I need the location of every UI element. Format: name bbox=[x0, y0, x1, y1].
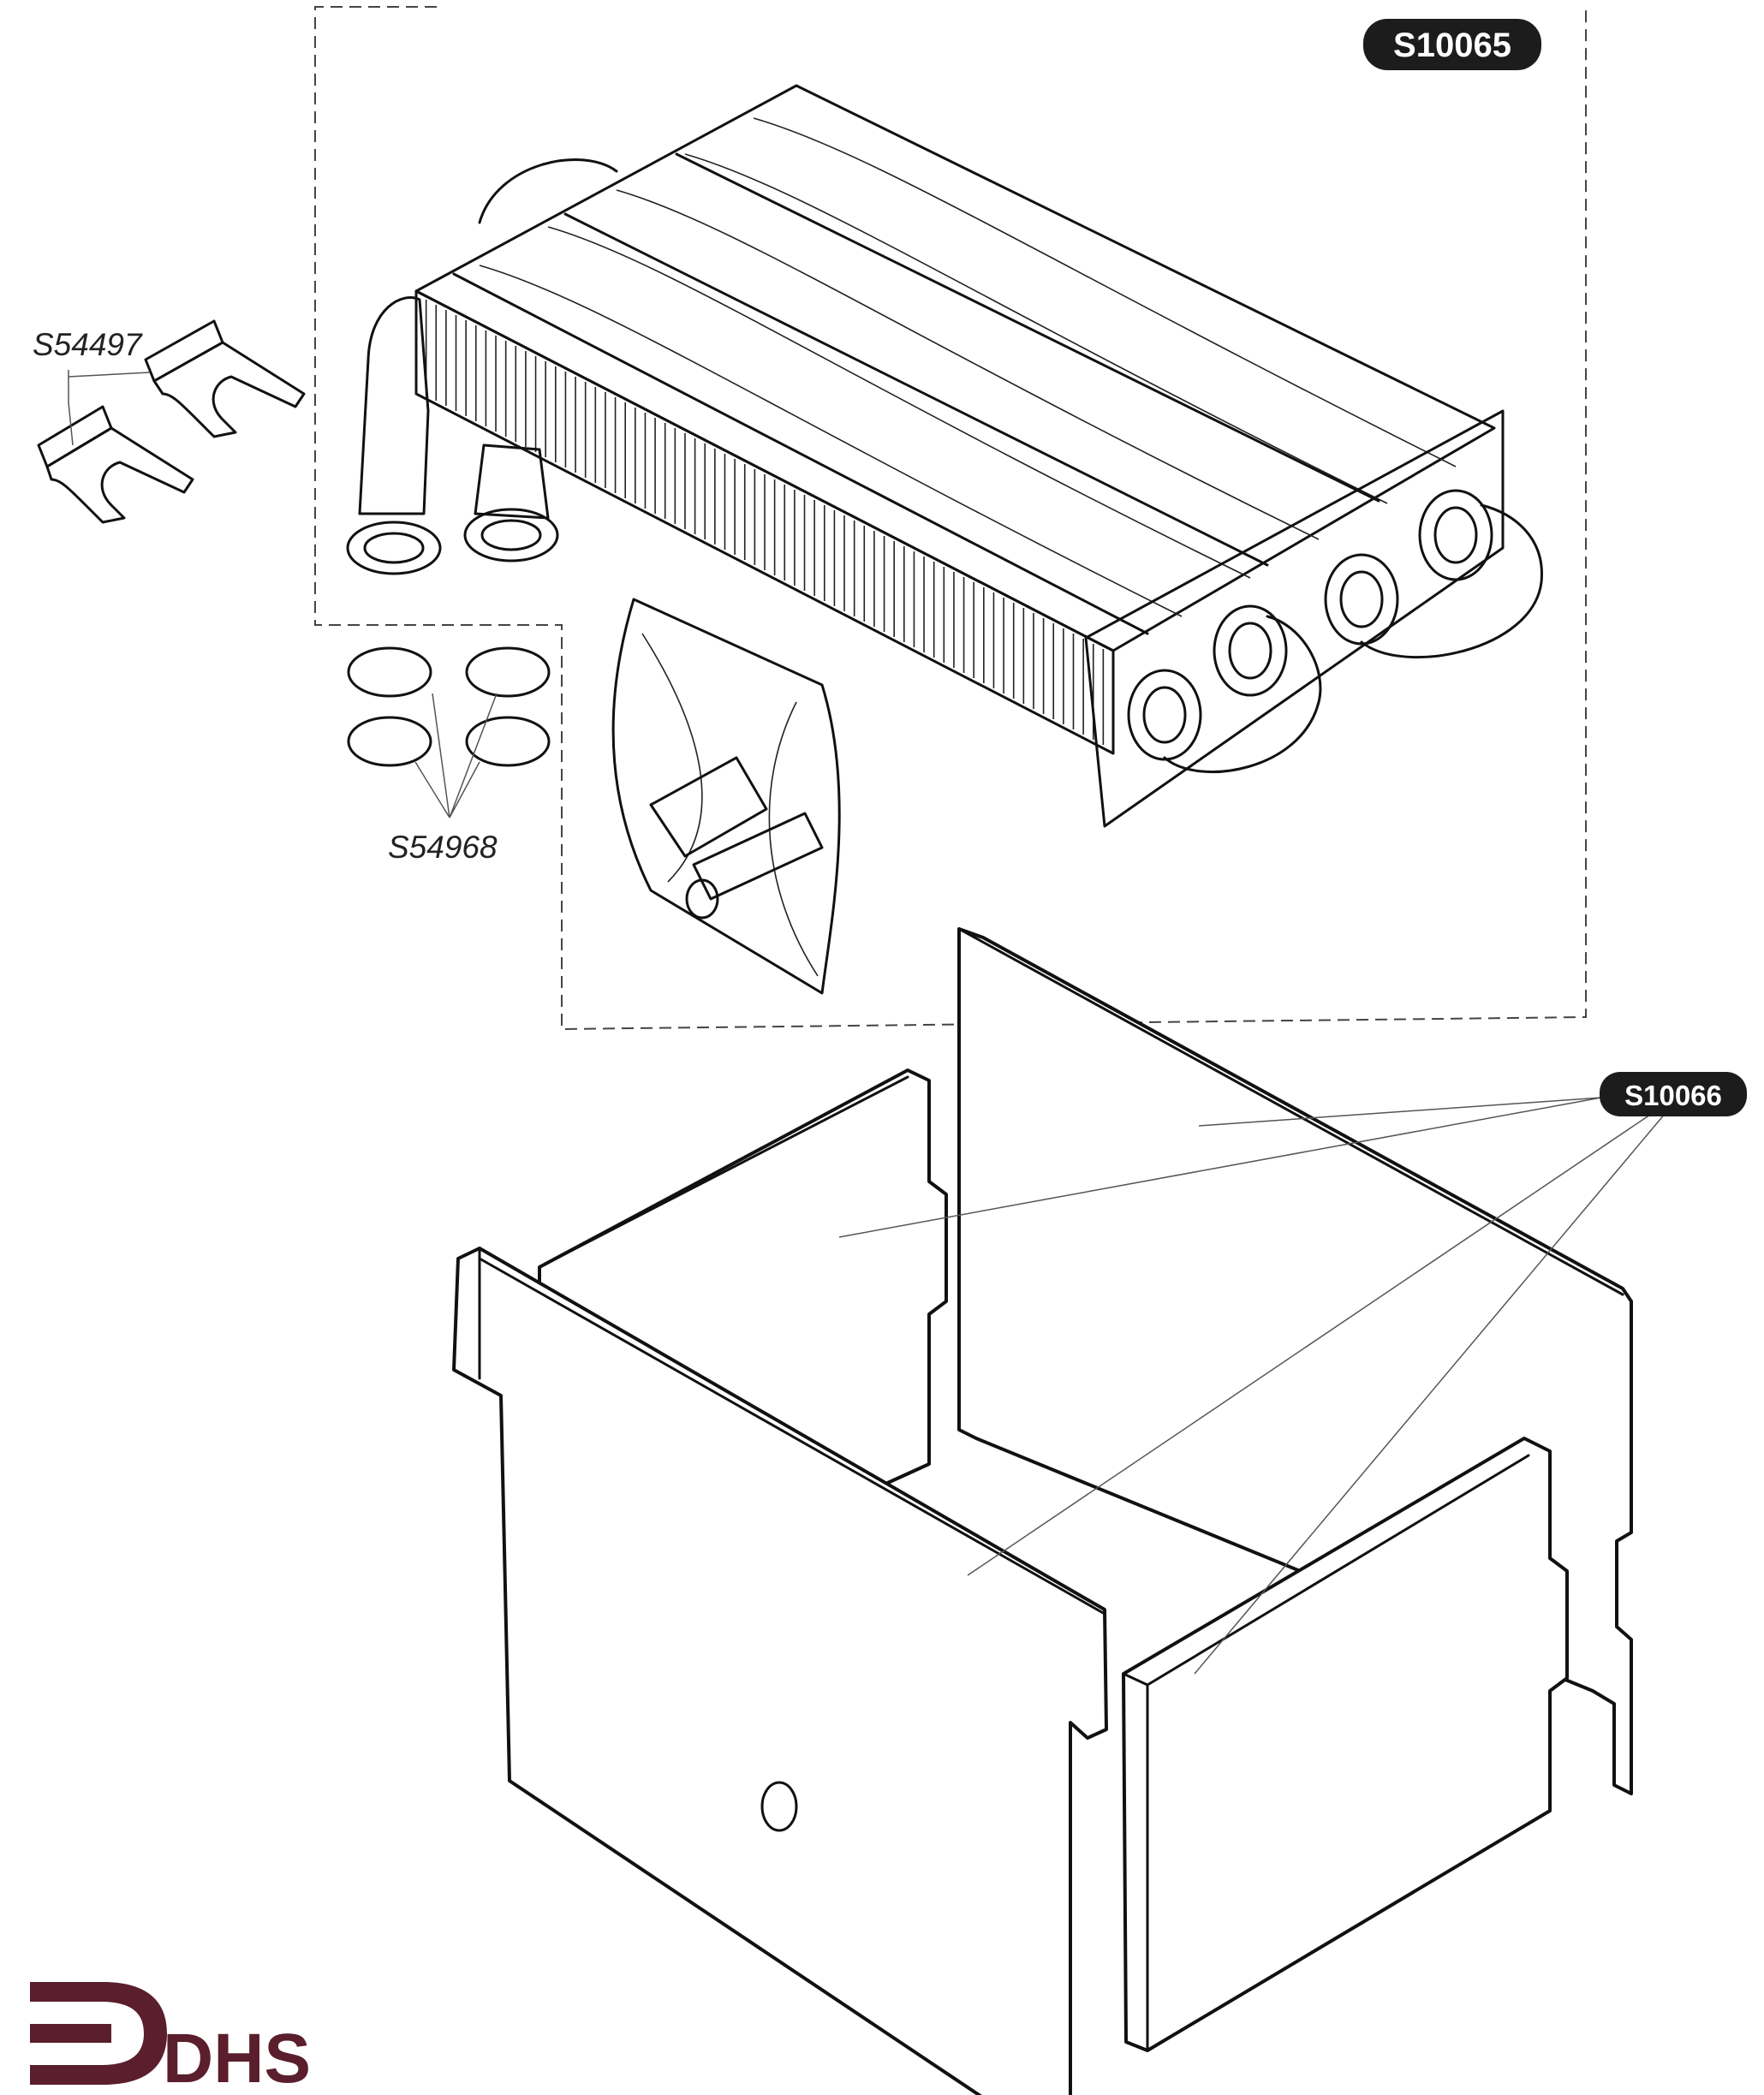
clip-parts bbox=[37, 319, 306, 524]
panel-hole bbox=[760, 1781, 798, 1832]
label-insulation-panels: S10066 bbox=[1624, 1080, 1722, 1111]
heat-exchanger-drawing bbox=[346, 84, 1543, 828]
front-right-panel bbox=[1122, 1437, 1569, 2052]
sensor-pouch-drawing bbox=[611, 598, 841, 995]
logo-text: DHS bbox=[163, 2020, 311, 2095]
fin-hatching bbox=[425, 300, 1105, 745]
label-clips: S54497 bbox=[33, 327, 143, 362]
dhs-arrow-logo-icon bbox=[30, 1982, 167, 2085]
dhs-logo: DHS bbox=[30, 1982, 311, 2095]
label-heat-exchanger: S10065 bbox=[1393, 27, 1511, 64]
fin-pattern bbox=[479, 117, 1457, 617]
u-bend-pipes bbox=[1127, 489, 1543, 773]
label-o-rings: S54968 bbox=[388, 830, 498, 865]
insulation-panels-drawing bbox=[452, 927, 1666, 2095]
inlet-outlet-pipes bbox=[346, 296, 559, 575]
front-left-panel bbox=[452, 1247, 1108, 2095]
badge-heat-exchanger: S10065 bbox=[1363, 19, 1541, 70]
o-ring-parts bbox=[347, 646, 551, 818]
clip-1 bbox=[144, 319, 306, 438]
tube-dividers bbox=[452, 152, 1380, 635]
panel-leaders bbox=[838, 1097, 1666, 1675]
assembly-boundary bbox=[314, 6, 1587, 1031]
badge-insulation-panels: S10066 bbox=[1600, 1072, 1747, 1116]
clip-2 bbox=[37, 405, 194, 524]
